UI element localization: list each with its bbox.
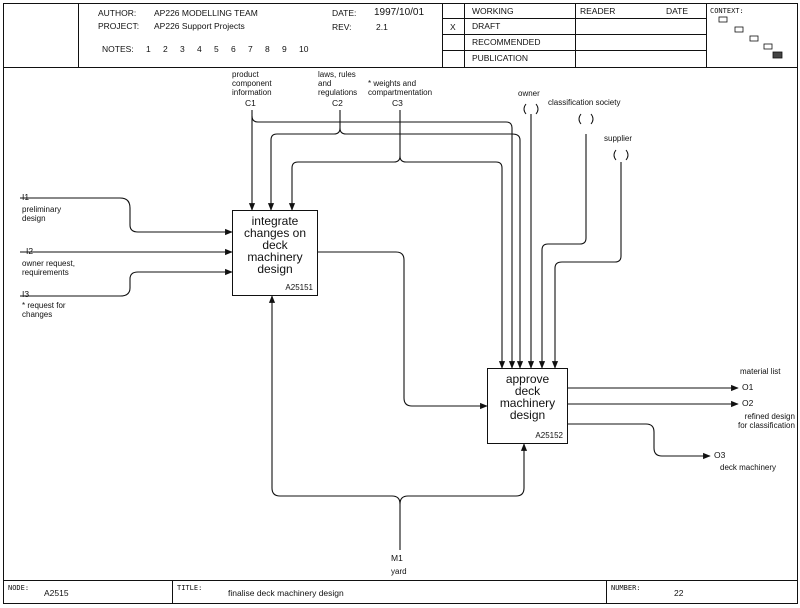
reader-date-label: DATE xyxy=(666,6,689,16)
c2-id: C2 xyxy=(332,98,343,108)
number-label: NUMBER: xyxy=(611,584,641,592)
arrow-c3-a2 xyxy=(399,155,506,369)
reader-label: READER xyxy=(580,6,616,16)
date-value: 1997/10/01 xyxy=(374,7,425,18)
note-number: 1 xyxy=(146,44,151,54)
author-value: AP226 MODELLING TEAM xyxy=(154,8,258,18)
i1-id: I1 xyxy=(22,192,30,202)
project-label: PROJECT: xyxy=(98,21,140,31)
arrow-c3-a1 xyxy=(288,110,401,211)
arrow-i3 xyxy=(20,268,233,297)
o3-id: O3 xyxy=(714,450,726,460)
status-draft: DRAFT xyxy=(472,21,501,31)
note-number: 10 xyxy=(299,44,309,54)
activity-number: A25152 xyxy=(535,431,563,440)
c3-id: C3 xyxy=(392,98,403,108)
author-label: AUTHOR: xyxy=(98,8,137,18)
supplier-label: supplier xyxy=(604,134,633,143)
arrow-o3 xyxy=(568,423,711,460)
note-number: 2 xyxy=(163,44,168,54)
m1-id: M1 xyxy=(391,553,403,563)
activity-number: A25151 xyxy=(285,283,313,292)
o2-label: refined design for classification xyxy=(738,412,795,430)
notes-label: NOTES: xyxy=(102,44,134,54)
o3-label: deck machinery xyxy=(720,463,777,472)
arrow-i1 xyxy=(20,197,233,236)
rev-value: 2.1 xyxy=(376,22,388,32)
activity-box-a25151[interactable]: integrate changes on deck machinery desi… xyxy=(232,210,318,296)
activity-box-a25152[interactable]: approve deck machinery design A25152 xyxy=(487,368,568,444)
arrow-c1-a2 xyxy=(251,115,516,369)
note-number: 7 xyxy=(248,44,253,54)
i2-label: owner request, requirements xyxy=(22,259,75,277)
note-number: 8 xyxy=(265,44,270,54)
rev-label: REV: xyxy=(332,22,352,32)
note-number: 6 xyxy=(231,44,236,54)
arrow-supplier xyxy=(551,162,622,369)
tunnel-owner-left xyxy=(523,103,527,115)
outer-frame xyxy=(3,3,798,604)
o1-id: O1 xyxy=(742,382,754,392)
context-label: CONTEXT: xyxy=(710,7,744,15)
arrow-m1-a2 xyxy=(399,443,528,505)
arrow-c2-a2 xyxy=(339,127,524,369)
status-working: WORKING xyxy=(472,6,514,16)
status-publication: PUBLICATION xyxy=(472,53,529,63)
o2-id: O2 xyxy=(742,398,754,408)
project-value: AP226 Support Projects xyxy=(154,21,245,31)
node-label: NODE: xyxy=(8,584,30,592)
activity-title: integrate changes on deck machinery desi… xyxy=(243,214,307,276)
note-number: 4 xyxy=(197,44,202,54)
owner-label: owner xyxy=(518,89,540,98)
status-mark: X xyxy=(450,22,456,32)
arrow-classification-society xyxy=(538,134,587,369)
i2-id: I2 xyxy=(26,246,34,256)
c2-label: laws, rules and regulations xyxy=(318,70,358,97)
c1-id: C1 xyxy=(245,98,256,108)
note-number: 5 xyxy=(214,44,219,54)
note-number: 9 xyxy=(282,44,287,54)
i1-label: preliminary design xyxy=(22,205,62,223)
node-value: A2515 xyxy=(44,588,69,598)
title-value: finalise deck machinery design xyxy=(228,588,344,598)
i3-label: * request for changes xyxy=(22,301,66,319)
i3-id: I3 xyxy=(22,289,30,299)
arrow-m1-a1 xyxy=(268,295,401,550)
arrow-c2-a1 xyxy=(267,110,341,211)
tunnel-owner-right xyxy=(535,103,539,115)
note-number: 3 xyxy=(180,44,185,54)
number-value: 22 xyxy=(674,588,684,598)
o1-label: material list xyxy=(740,367,781,376)
classification-society-label: classification society xyxy=(548,98,621,107)
title-label: TITLE: xyxy=(177,584,203,592)
activity-title: approve deck machinery design xyxy=(499,372,556,422)
context-map xyxy=(718,16,783,59)
m1-label: yard xyxy=(391,567,407,576)
status-recommended: RECOMMENDED xyxy=(472,37,541,47)
arrow-a1-to-a2 xyxy=(318,251,488,410)
c1-label: product component information xyxy=(232,70,272,97)
date-label: DATE: xyxy=(332,8,357,18)
c3-label: * weights and compartmentation xyxy=(368,79,433,97)
